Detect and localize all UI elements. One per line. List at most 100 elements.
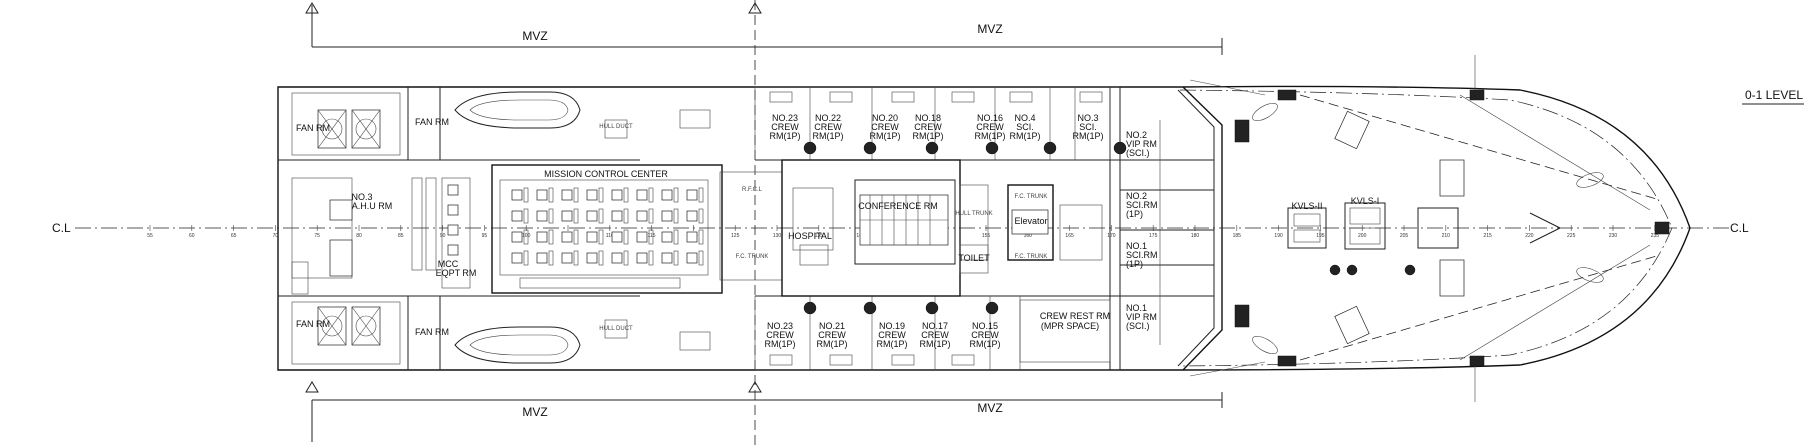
frame-tick-label: 110 xyxy=(606,233,614,239)
cabin-number: NO.17 xyxy=(922,321,948,331)
console-desk xyxy=(511,189,523,201)
console-desk xyxy=(611,231,623,243)
frame-tick-label: 205 xyxy=(1400,233,1409,239)
cabin-capacity: RM(1P) xyxy=(970,339,1001,349)
mission-control-label: MISSION CONTROL CENTER xyxy=(544,169,668,179)
frame-tick-label: 95 xyxy=(482,233,488,239)
cabin-capacity: RM(1P) xyxy=(870,131,901,141)
console-desk xyxy=(536,189,548,201)
cabin-number: NO.4 xyxy=(1014,113,1035,123)
console-desk xyxy=(611,189,623,201)
crew-rest-label-line1: CREW REST RM xyxy=(1040,311,1110,321)
fan-rm-label-1: FAN RM xyxy=(296,123,330,133)
crew-rest-label-line2: (MPR SPACE) xyxy=(1041,321,1099,331)
cabin-type: CREW xyxy=(871,122,899,132)
side-room-type: VIP RM xyxy=(1126,312,1157,322)
cabin-number: NO.15 xyxy=(972,321,998,331)
frame-tick-label: 65 xyxy=(231,233,237,239)
console-desk xyxy=(661,231,673,243)
top-cabin-labels: NO.23CREWRM(1P)NO.22CREWRM(1P)NO.20CREWR… xyxy=(770,113,1104,141)
fixture-top xyxy=(925,141,939,155)
fc-trunk-label-3: F.C. TRUNK xyxy=(1015,254,1048,260)
bulkhead-arrow-bottom xyxy=(748,381,762,393)
frame-tick-label: 55 xyxy=(147,233,153,239)
frame-tick-label: 215 xyxy=(1483,233,1492,239)
frame-tick-label: 135 xyxy=(815,233,824,239)
console-panel xyxy=(698,250,704,266)
room-labels: FAN RM FAN RM FAN RM FAN RM NO.3 A.H.U R… xyxy=(296,117,1379,337)
console-panel xyxy=(598,187,604,203)
console-desk xyxy=(586,252,598,264)
cabin-number: NO.20 xyxy=(872,113,898,123)
bunk-bottom xyxy=(769,354,793,366)
cabin-number: NO.19 xyxy=(879,321,905,331)
ahu-room-label-line1: NO.3 xyxy=(351,192,372,202)
cabin-type: CREW xyxy=(818,330,846,340)
hull-trunk-label: HULL TRUNK xyxy=(955,211,992,217)
console-panel xyxy=(573,229,579,245)
mvz-label-top-left: MVZ xyxy=(522,29,547,43)
side-room-number: NO.2 xyxy=(1126,191,1147,201)
cabin-type: SCI. xyxy=(1016,122,1034,132)
console-panel xyxy=(698,187,704,203)
console-desk xyxy=(586,189,598,201)
cabin-capacity: RM(1P) xyxy=(813,131,844,141)
cabin-capacity: RM(1P) xyxy=(817,339,848,349)
frame-tick-label: 210 xyxy=(1442,233,1451,239)
rfcl-label: R.F.C.L xyxy=(742,187,763,193)
console-desk xyxy=(536,252,548,264)
console-desk xyxy=(511,210,523,222)
mcc-label-line2: EQPT RM xyxy=(436,268,477,278)
frame-tick-label: 175 xyxy=(1149,233,1158,239)
fixture-top xyxy=(863,141,877,155)
console-desk xyxy=(686,210,698,222)
console-panel xyxy=(598,229,604,245)
console-desk xyxy=(611,252,623,264)
bunk-top xyxy=(1009,91,1033,103)
side-room-type: SCI.RM xyxy=(1126,200,1158,210)
cabin-capacity: RM(1P) xyxy=(877,339,908,349)
console-panel xyxy=(623,250,629,266)
console-panel xyxy=(648,187,654,203)
console-desk xyxy=(561,210,573,222)
fan-rm-label-2: FAN RM xyxy=(415,117,449,127)
side-room-type: VIP RM xyxy=(1126,139,1157,149)
console-desk xyxy=(511,231,523,243)
frame-tick-label: 125 xyxy=(731,233,740,239)
frame-tick-label: 80 xyxy=(356,233,362,239)
console-desk xyxy=(636,231,648,243)
console-panel xyxy=(573,250,579,266)
frame-tick-label: 165 xyxy=(1065,233,1074,239)
side-room-number: NO.1 xyxy=(1126,241,1147,251)
side-room-capacity: (1P) xyxy=(1126,209,1143,219)
console-desk xyxy=(661,252,673,264)
frame-tick-label: 100 xyxy=(522,233,531,239)
side-room-number: NO.1 xyxy=(1126,303,1147,313)
side-room-capacity: (SCI.) xyxy=(1126,148,1150,158)
console-panel xyxy=(573,187,579,203)
cabin-capacity: RM(1P) xyxy=(765,339,796,349)
console-panel xyxy=(548,187,554,203)
console-panel xyxy=(673,250,679,266)
console-desk xyxy=(636,189,648,201)
hull-duct-label-top: HULL DUCT xyxy=(599,124,633,130)
fixture-top xyxy=(1043,141,1057,155)
console-desk xyxy=(636,252,648,264)
cabin-capacity: RM(1P) xyxy=(1010,131,1041,141)
bunk-bottom xyxy=(891,354,915,366)
console-panel xyxy=(648,229,654,245)
mvz-label-top-right: MVZ xyxy=(977,22,1002,36)
cabin-capacity: RM(1P) xyxy=(920,339,951,349)
forward-side-rooms xyxy=(1120,120,1214,345)
fan-rm-label-3: FAN RM xyxy=(296,319,330,329)
side-room-number: NO.2 xyxy=(1126,130,1147,140)
console-desk xyxy=(561,252,573,264)
cabin-number: NO.23 xyxy=(767,321,793,331)
console-panel xyxy=(698,208,704,224)
cabin-number: NO.18 xyxy=(915,113,941,123)
console-panel xyxy=(573,208,579,224)
console-desk xyxy=(511,252,523,264)
cabin-capacity: RM(1P) xyxy=(1073,131,1104,141)
cabin-type: CREW xyxy=(976,122,1004,132)
